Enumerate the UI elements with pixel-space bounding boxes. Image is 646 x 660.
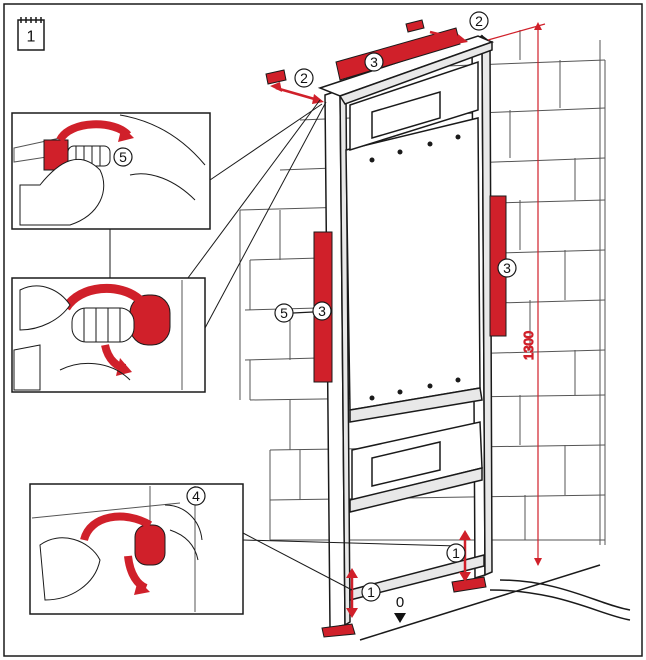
callout-2-right: 2 <box>469 11 489 31</box>
callout-2-left: 2 <box>294 68 314 88</box>
callout-5-frame: 5 <box>274 303 294 323</box>
svg-text:5: 5 <box>119 149 127 165</box>
right-foot <box>451 576 487 593</box>
callout-1-left: 1 <box>361 582 381 602</box>
callout-4: 4 <box>186 486 206 506</box>
mounting-holes <box>369 134 461 401</box>
figure-border <box>3 3 643 657</box>
svg-text:3: 3 <box>370 54 378 70</box>
top-right-clip <box>405 19 425 33</box>
dimension-label: 1300 <box>521 331 536 360</box>
step-number-badge: 1 <box>17 17 45 51</box>
svg-text:5: 5 <box>280 305 288 321</box>
zero-label: 0 <box>396 594 404 611</box>
svg-text:3: 3 <box>503 260 511 276</box>
callout-3-right: 3 <box>497 258 517 278</box>
svg-text:2: 2 <box>300 70 308 86</box>
callout-3-top: 3 <box>364 52 384 72</box>
top-left-clip <box>265 69 287 85</box>
height-dimension: 1300 <box>487 22 546 566</box>
left-foot <box>321 623 356 638</box>
svg-text:2: 2 <box>475 13 483 29</box>
detail-view-spacer-top <box>11 112 211 230</box>
detail-view-foot <box>29 483 244 615</box>
callout-1-right: 1 <box>446 543 466 563</box>
callouts: 1 1 2 2 3 3 3 4 5 5 <box>113 11 517 602</box>
floor <box>359 564 631 641</box>
svg-text:4: 4 <box>192 488 200 504</box>
callout-3-left: 3 <box>312 301 332 321</box>
installation-frame <box>317 34 495 629</box>
svg-text:1: 1 <box>452 545 460 561</box>
callout-5-detail: 5 <box>113 147 133 167</box>
detail-leaders <box>109 99 459 591</box>
detail-view-spacer-bottom <box>11 277 206 393</box>
depth-arrow-left <box>275 86 319 102</box>
svg-text:1: 1 <box>367 584 375 600</box>
depth-arrow-right <box>429 30 463 42</box>
zero-marker: 0 <box>394 594 406 623</box>
step-number: 1 <box>27 29 36 46</box>
svg-text:3: 3 <box>318 303 326 319</box>
